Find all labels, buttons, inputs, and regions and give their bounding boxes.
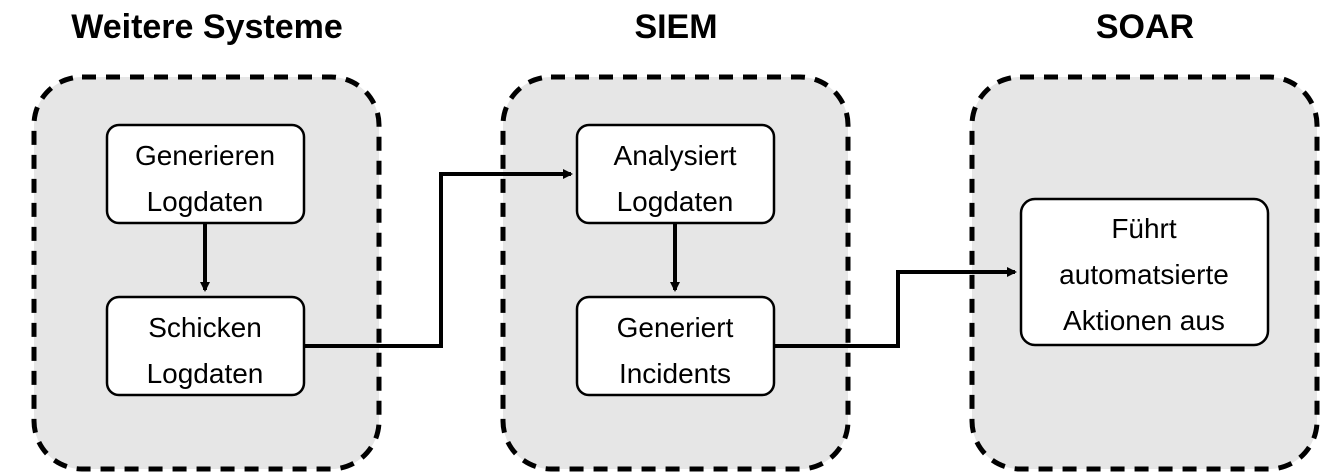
node-label-line: Führt (1111, 213, 1177, 244)
node-label-line: Generieren (135, 140, 275, 171)
edge-generiert-to-fuehrt (775, 267, 1017, 348)
node-label-line: Logdaten (617, 186, 734, 217)
node-label-line: Logdaten (147, 358, 264, 389)
node-analysiert-logdaten: Analysiert Logdaten (575, 123, 776, 225)
group-title-siem: SIEM (634, 8, 717, 46)
node-label-line: Analysiert (614, 140, 737, 171)
group-title-weitere-systeme: Weitere Systeme (71, 8, 343, 46)
node-schicken-logdaten: Schicken Logdaten (105, 295, 306, 397)
node-label-line: Logdaten (147, 186, 264, 217)
node-generiert-incidents: Generiert Incidents (575, 295, 776, 397)
node-generieren-logdaten: Generieren Logdaten (105, 123, 306, 225)
node-label-line: Schicken (148, 312, 262, 343)
node-fuehrt-aktionen-aus: Führt automatsierte Aktionen aus (1019, 197, 1270, 347)
edge-schicken-to-analysiert (305, 169, 573, 348)
group-title-soar: SOAR (1096, 8, 1194, 46)
node-label-line: Incidents (619, 358, 731, 389)
node-label-line: Generiert (617, 312, 734, 343)
node-label-line: Aktionen aus (1063, 305, 1225, 336)
node-label-line: automatsierte (1059, 259, 1229, 290)
